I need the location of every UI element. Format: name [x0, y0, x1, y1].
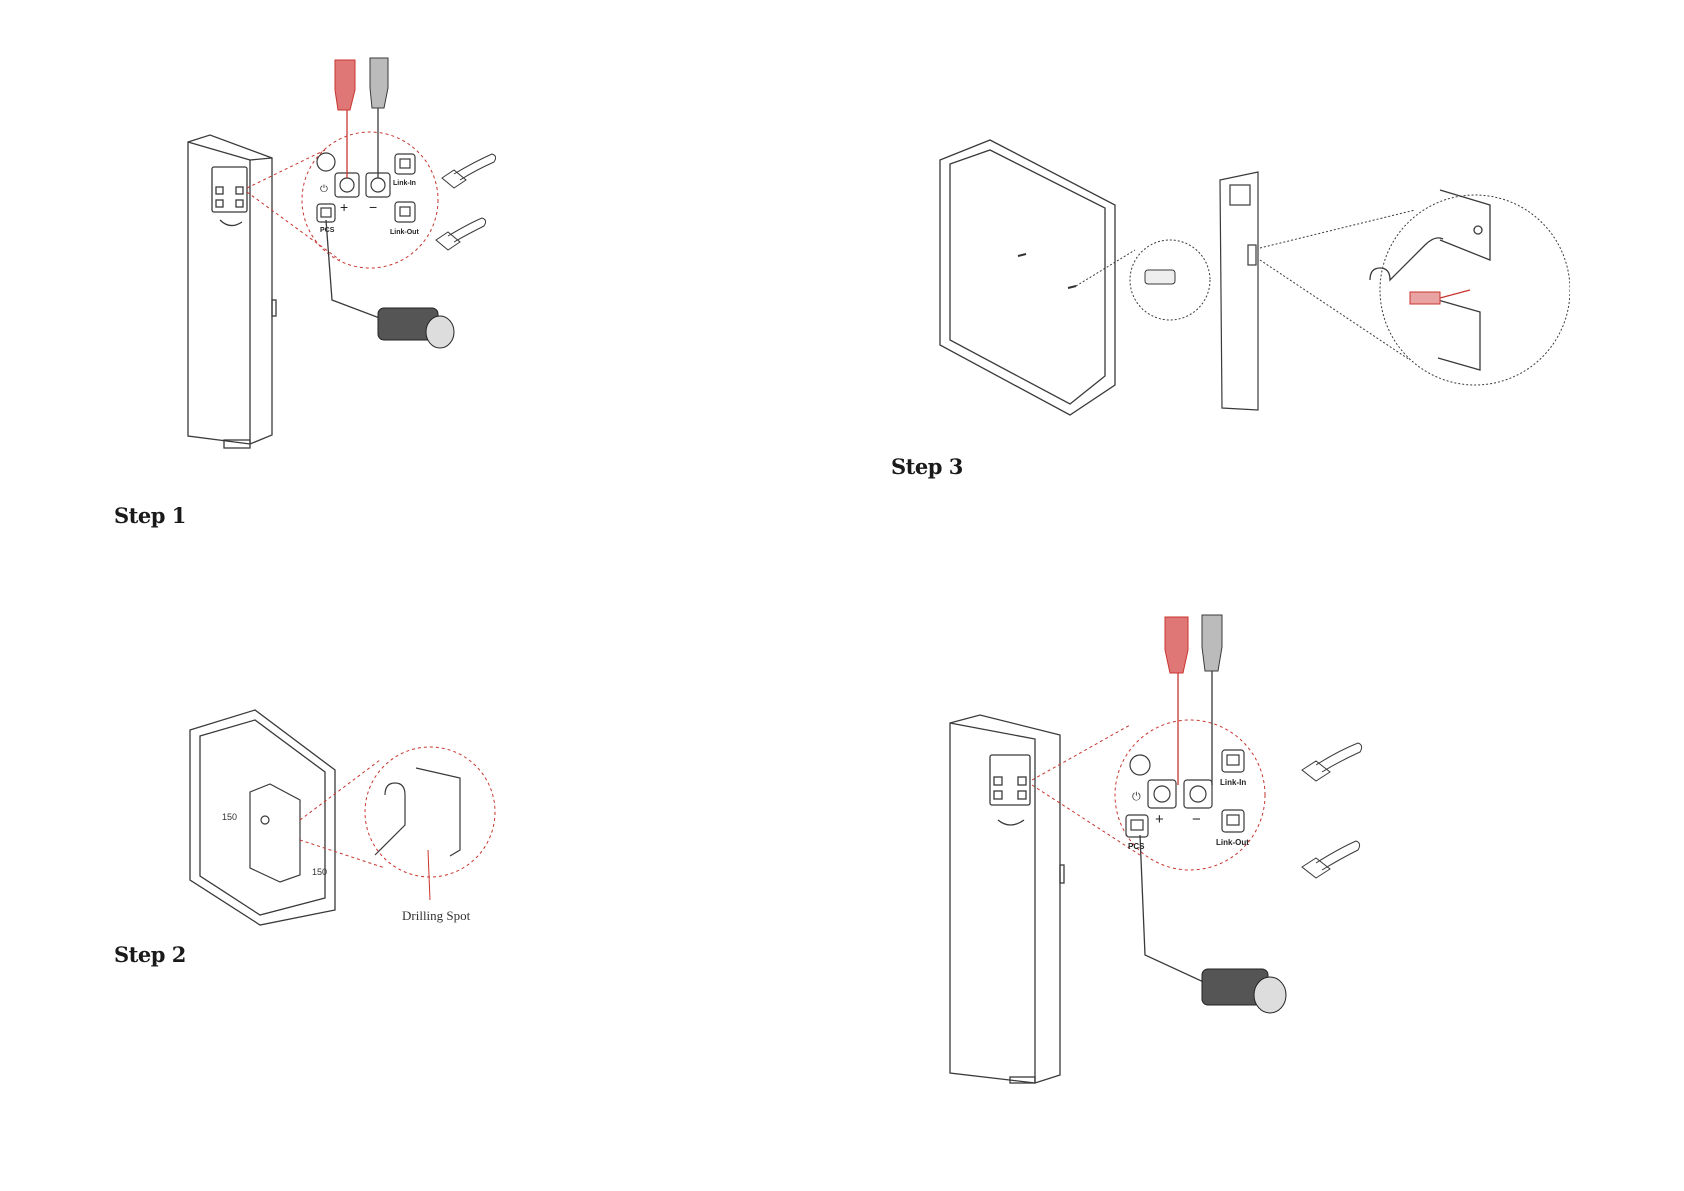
- wall-bracket: [250, 784, 300, 882]
- bracket-detail: [1370, 190, 1490, 370]
- bracket-detail: [375, 768, 460, 856]
- power-button-icon: ⏻: [1132, 791, 1141, 803]
- hole-mark: [1018, 254, 1026, 256]
- link-in-label: Link-In: [393, 180, 416, 187]
- minus-label: −: [1192, 811, 1201, 828]
- pcs-label: PCS: [1128, 842, 1145, 851]
- port-panel: ⏻: [1126, 750, 1244, 837]
- step1-panel: ⏻ + − Link-In Link-Out PCS: [150, 50, 570, 450]
- zoom-lines: [1260, 195, 1570, 385]
- rj45-plug: [1302, 743, 1362, 878]
- battery-cabinet: [188, 135, 276, 448]
- battery-cabinet: [1220, 172, 1258, 410]
- step2-illustration: 150 150: [180, 700, 500, 930]
- minus-label: −: [369, 199, 377, 215]
- link-in-label: Link-In: [1220, 778, 1246, 787]
- step3-illustration: [930, 130, 1570, 430]
- step1-title: Step 1: [114, 503, 186, 528]
- plus-label: +: [340, 199, 348, 215]
- positive-power-connector: [1165, 617, 1188, 785]
- link-out-label: Link-Out: [1216, 838, 1249, 847]
- drilling-arrow: [428, 850, 430, 900]
- step2-panel: 150 150: [180, 700, 500, 930]
- hole-mark: [1068, 286, 1076, 288]
- expansion-bolt: [1076, 240, 1210, 320]
- negative-power-connector: [370, 58, 388, 178]
- step1-illustration: ⏻ + − Link-In Link-Out PCS: [150, 50, 570, 450]
- power-button-icon: ⏻: [320, 184, 328, 195]
- wall-recess: [940, 140, 1115, 415]
- battery-cabinet: [950, 715, 1064, 1083]
- drilling-spot-label: Drilling Spot: [402, 908, 470, 924]
- step3-title: Step 3: [891, 454, 963, 479]
- dim-right-label: 150: [312, 867, 327, 877]
- step2-title: Step 2: [114, 942, 186, 967]
- positive-power-connector: [335, 60, 355, 178]
- port-panel: ⏻: [317, 153, 415, 222]
- step4-panel: ⏻ + − Link-In Link-Out PCS: [940, 605, 1400, 1085]
- step3-panel: [930, 130, 1570, 430]
- dim-left-label: 150: [222, 812, 237, 822]
- plus-label: +: [1155, 811, 1164, 828]
- communication-cable: [326, 220, 454, 348]
- negative-power-connector: [1202, 615, 1222, 785]
- zoom-lines: [300, 747, 495, 877]
- expansion-bolt-detail: [1410, 290, 1470, 304]
- rj45-plug: [436, 154, 496, 250]
- link-out-label: Link-Out: [390, 229, 419, 236]
- step4-illustration: ⏻ + − Link-In Link-Out PCS: [940, 605, 1400, 1085]
- communication-cable: [1140, 835, 1286, 1013]
